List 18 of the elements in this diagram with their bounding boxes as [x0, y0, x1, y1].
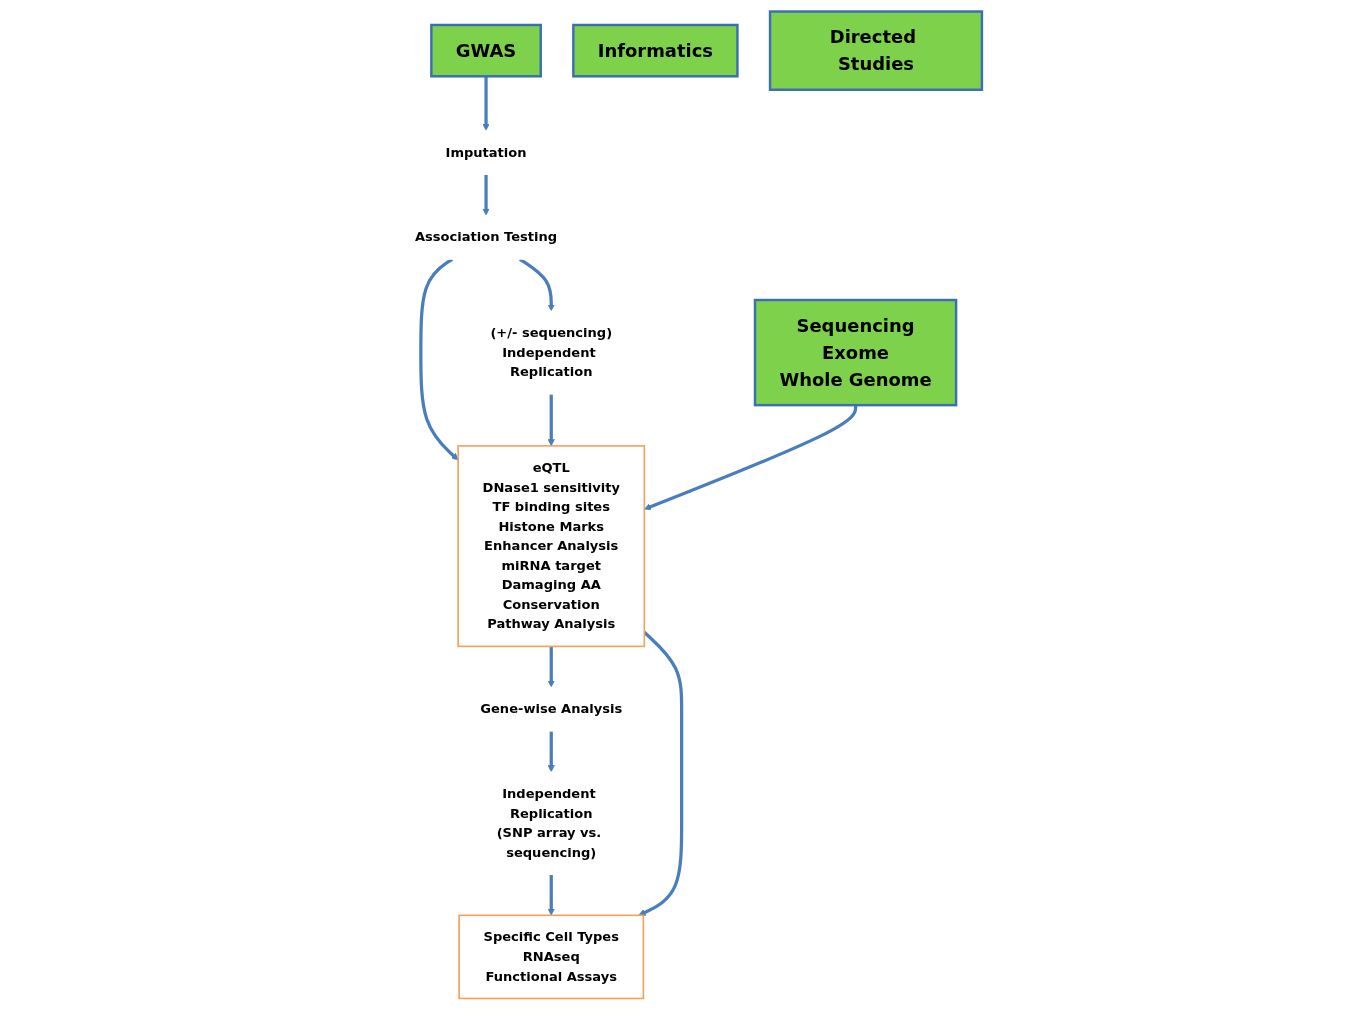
node-text: Independent Replication (SNP array vs. sequencing) [496, 785, 602, 860]
arrow [482, 174, 490, 216]
node-text: Association Testing [414, 229, 557, 245]
arrow [638, 631, 684, 916]
node-box: Sequencing Exome Whole Genome [753, 298, 958, 407]
arrow [482, 76, 490, 131]
node-box: eQTL DNase1 sensitivity TF binding sites Histone Marks Enhancer Analysis miRNA target Damaging AA Conservation Pathway Analysis [457, 445, 645, 648]
node-box: Informatics [571, 23, 739, 78]
arrow [547, 731, 555, 773]
node-box: Specific Cell Types RNAseq Functional Assays [458, 914, 644, 1000]
arrow [547, 646, 555, 688]
node-text: (+/- sequencing) Independent Replication [490, 324, 612, 380]
node-box: GWAS [429, 23, 542, 78]
node-box: Directed Studies [768, 10, 983, 91]
arrow [547, 394, 555, 447]
arrow [547, 874, 555, 916]
node-text: Gene-wise Analysis [480, 701, 622, 717]
node-text: Imputation [445, 144, 527, 160]
